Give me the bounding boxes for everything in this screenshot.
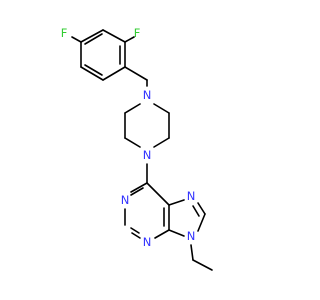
bond	[153, 103, 170, 114]
nitrogen-label: N	[143, 148, 152, 162]
bond	[197, 213, 206, 232]
fluorine-label: F	[61, 26, 68, 40]
nitrogen-label: N	[187, 189, 196, 203]
bond	[197, 202, 206, 215]
bond	[131, 232, 141, 239]
bond	[80, 66, 104, 81]
nitrogen-label: N	[143, 88, 152, 102]
bond	[168, 229, 185, 237]
bond	[102, 66, 126, 81]
bond	[190, 244, 194, 261]
nitrogen-label: N	[187, 229, 196, 243]
bond	[192, 205, 200, 217]
bond	[192, 259, 213, 271]
molecule-drawing: F F N N N N N N	[0, 0, 300, 300]
bond	[146, 182, 170, 206]
bond	[130, 227, 140, 234]
bonds	[71, 29, 213, 271]
bond	[153, 137, 170, 148]
atom-labels: F F N N N N N N	[61, 26, 196, 249]
bond	[84, 64, 103, 76]
bond	[84, 33, 103, 45]
bond	[124, 36, 135, 43]
bond	[154, 229, 170, 239]
bond	[102, 29, 126, 43]
background	[0, 0, 300, 300]
bond	[124, 137, 141, 148]
bond	[124, 103, 141, 114]
structure-canvas: F F N N N N N N	[0, 0, 300, 300]
fluorine-label: F	[134, 26, 141, 40]
bond	[124, 66, 148, 81]
bond	[130, 182, 148, 193]
bond	[130, 187, 144, 196]
bond	[168, 199, 185, 206]
nitrogen-label: N	[121, 193, 130, 207]
nitrogen-label: N	[143, 235, 152, 249]
bond	[71, 36, 82, 43]
bond	[80, 29, 104, 43]
